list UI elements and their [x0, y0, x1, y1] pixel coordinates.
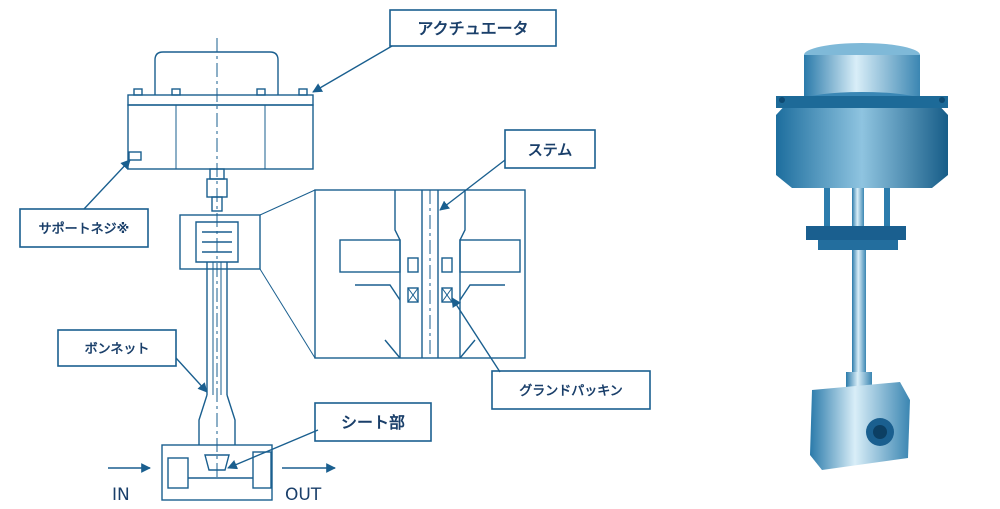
bonnet-label: ボンネット — [85, 341, 150, 357]
technical-drawing: IN OUT — [108, 38, 526, 505]
actuator-drawing — [127, 51, 314, 170]
gland-packing-label: グランドパッキン — [519, 383, 623, 399]
valve-body-drawing — [161, 444, 273, 501]
callout-stem: ステム — [439, 129, 596, 211]
gland-drawing — [179, 214, 261, 270]
callout-actuator: アクチュエータ — [312, 9, 557, 93]
callout-gland-packing: グランドパッキン — [451, 297, 651, 410]
support-screw-label: サポートネジ※ — [39, 221, 130, 237]
callout-bonnet: ボンネット — [57, 329, 208, 393]
valve-photo — [737, 10, 992, 485]
actuator-label: アクチュエータ — [417, 19, 528, 38]
outlet-label: OUT — [285, 485, 322, 505]
callout-support-screw: サポートネジ※ — [19, 159, 149, 248]
callout-seat: シート部 — [227, 402, 432, 470]
support-screw-drawing — [128, 151, 142, 161]
inlet-label: IN — [112, 485, 130, 505]
stem-coupling — [206, 168, 228, 212]
seat-label: シート部 — [341, 413, 405, 432]
bonnet-drawing — [198, 262, 236, 445]
stem-detail-view — [314, 189, 526, 359]
stem-label: ステム — [528, 141, 573, 159]
